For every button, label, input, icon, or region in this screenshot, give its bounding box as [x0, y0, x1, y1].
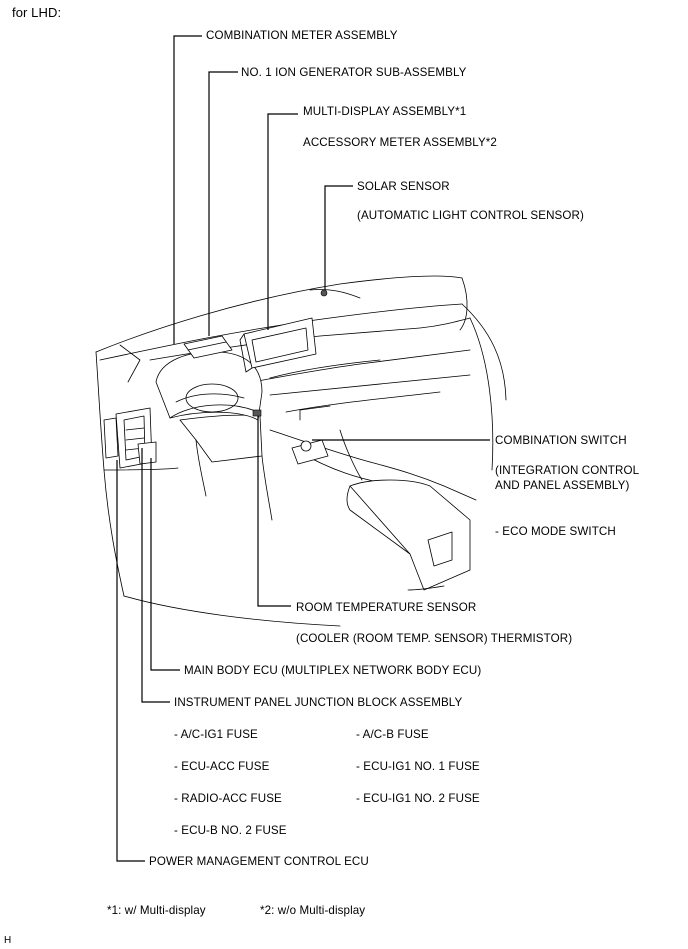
label-multi-display: MULTI-DISPLAY ASSEMBLY*1	[303, 105, 467, 118]
footnote-1: *1: w/ Multi-display	[107, 904, 206, 917]
footnote-2: *2: w/o Multi-display	[260, 904, 366, 917]
label-ion-generator: NO. 1 ION GENERATOR SUB-ASSEMBLY	[241, 66, 467, 79]
label-room-temp-sensor-sub: (COOLER (ROOM TEMP. SENSOR) THERMISTOR)	[296, 632, 573, 645]
dashboard-drawing	[95, 275, 507, 627]
label-junction-block: INSTRUMENT PANEL JUNCTION BLOCK ASSEMBLY	[174, 696, 463, 709]
label-solar-sensor: SOLAR SENSOR	[357, 180, 450, 193]
fuse-right-3: - ECU-IG1 NO. 2 FUSE	[356, 792, 480, 805]
fuse-left-4: - ECU-B NO. 2 FUSE	[174, 824, 287, 837]
label-room-temp-sensor: ROOM TEMPERATURE SENSOR	[296, 601, 477, 614]
label-main-body-ecu: MAIN BODY ECU (MULTIPLEX NETWORK BODY EC…	[184, 664, 482, 677]
fuse-right-1: - A/C-B FUSE	[356, 728, 429, 741]
label-combination-meter: COMBINATION METER ASSEMBLY	[206, 29, 398, 42]
label-combination-switch-sub: (INTEGRATION CONTROL AND PANEL ASSEMBLY)	[495, 464, 640, 492]
fuse-left-1: - A/C-IG1 FUSE	[174, 728, 258, 741]
leader-lines	[116, 35, 490, 862]
fuse-left-3: - RADIO-ACC FUSE	[174, 792, 282, 805]
label-power-management-ecu: POWER MANAGEMENT CONTROL ECU	[149, 855, 369, 868]
label-combination-switch: COMBINATION SWITCH	[495, 434, 627, 447]
fuse-left-2: - ECU-ACC FUSE	[174, 760, 270, 773]
label-eco-mode-switch: - ECO MODE SWITCH	[495, 525, 616, 538]
fuse-right-2: - ECU-IG1 NO. 1 FUSE	[356, 760, 480, 773]
label-solar-sensor-sub: (AUTOMATIC LIGHT CONTROL SENSOR)	[357, 209, 584, 222]
corner-mark: H	[4, 935, 12, 946]
page-title: for LHD:	[12, 5, 62, 20]
label-accessory-meter: ACCESSORY METER ASSEMBLY*2	[303, 136, 497, 149]
